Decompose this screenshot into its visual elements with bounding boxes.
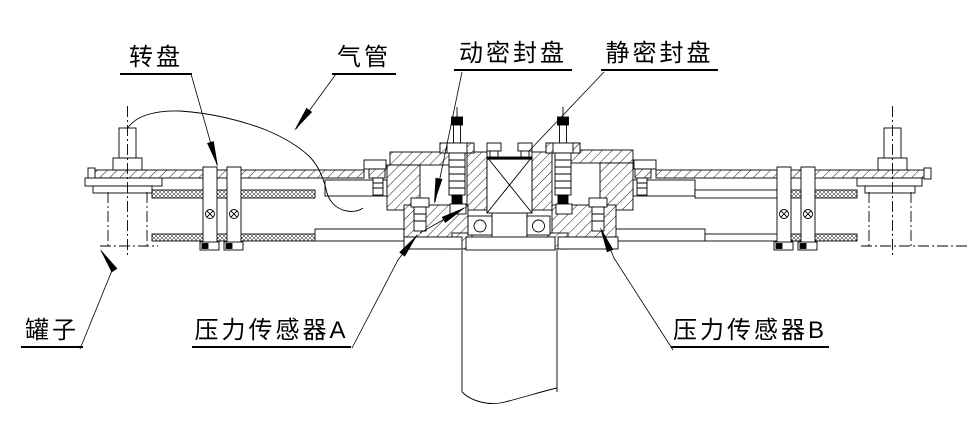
right-seal-stud bbox=[545, 107, 581, 215]
label-dynamic-seal-disc: 动密封盘 bbox=[454, 39, 572, 72]
label-turntable: 转盘 bbox=[120, 43, 192, 76]
left-seal-stud bbox=[439, 107, 475, 215]
pressure-sensor-a-part bbox=[410, 197, 430, 232]
right-tank bbox=[856, 106, 967, 258]
label-pressure-sensor-a: 压力传感器A bbox=[192, 316, 351, 349]
left-tank-phantom-outline bbox=[100, 192, 158, 247]
pressure-sensor-b-part bbox=[588, 197, 608, 232]
air-pipe-tube bbox=[126, 110, 364, 212]
leader-static-seal bbox=[528, 71, 605, 152]
leader-tank bbox=[79, 250, 114, 350]
left-arm-rails bbox=[151, 179, 405, 242]
cross-section-x bbox=[486, 156, 533, 214]
right-arm-rails bbox=[601, 179, 858, 242]
leader-lines bbox=[79, 71, 674, 351]
static-seal-block bbox=[486, 142, 533, 214]
left-clamp-posts bbox=[199, 166, 244, 251]
right-junction-bolt bbox=[633, 159, 657, 196]
label-pressure-sensor-b: 压力传感器B bbox=[671, 316, 830, 349]
left-junction-bolt bbox=[363, 159, 387, 196]
label-tank: 罐子 bbox=[21, 316, 83, 349]
shaft-break-line bbox=[461, 387, 558, 404]
left-tank bbox=[84, 106, 163, 258]
right-tank-phantom-outline bbox=[861, 192, 967, 247]
hub-base bbox=[403, 236, 619, 251]
main-shaft bbox=[461, 250, 558, 404]
right-clamp-posts bbox=[773, 166, 818, 251]
label-static-seal-disc: 静密封盘 bbox=[601, 39, 718, 72]
label-air-pipe: 气管 bbox=[332, 43, 396, 76]
